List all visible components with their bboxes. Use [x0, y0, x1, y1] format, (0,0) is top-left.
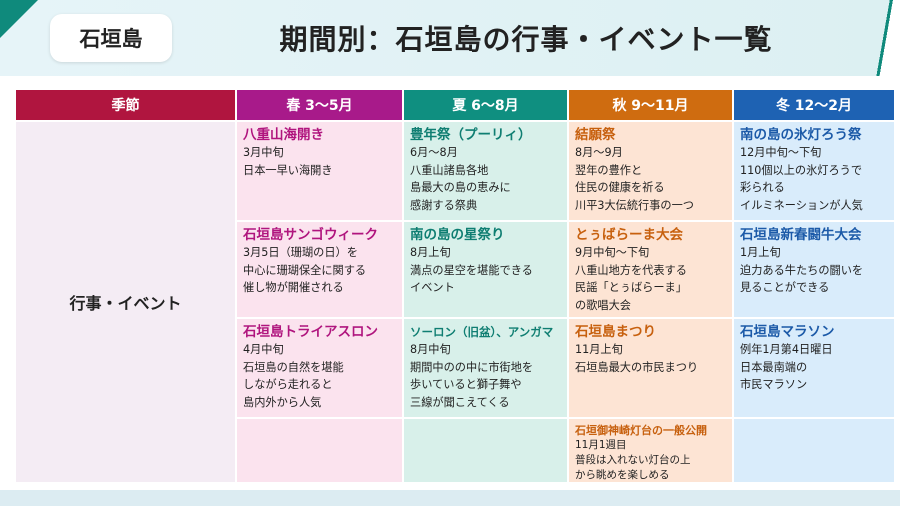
event-detail: 石垣島最大の市民まつり	[575, 360, 699, 374]
event-title: とぅばらーま大会	[575, 227, 683, 243]
event-title: 豊年祭（プーリィ）	[410, 127, 532, 143]
event-detail: 4月中旬	[243, 343, 284, 356]
event-cell-winter-3: 石垣島マラソン 例年1月第4日曜日 日本最南端の 市民マラソン	[734, 319, 894, 417]
event-detail: の歌唱大会	[575, 298, 631, 312]
event-detail: 民謡「とぅばらーま」	[575, 281, 687, 294]
event-cell-winter-empty	[734, 419, 894, 482]
event-detail: イルミネーションが人気	[740, 198, 863, 212]
event-detail: 満点の星空を堪能できる	[410, 263, 533, 277]
event-detail: 1月上旬	[740, 246, 781, 259]
event-detail: 8月上旬	[410, 246, 451, 259]
event-detail: 11月上旬	[575, 343, 623, 356]
event-cell-spring-2: 石垣島サンゴウィーク 3月5日（珊瑚の日）を 中心に珊瑚保全に関する 催し物が開…	[237, 222, 402, 317]
event-detail: 期間中のの中に市街地を	[410, 360, 534, 374]
event-detail: 日本一早い海開き	[243, 163, 333, 177]
event-detail: 8月中旬	[410, 343, 451, 356]
event-detail: イベント	[410, 281, 455, 294]
event-title: 石垣御神崎灯台の一般公開	[575, 424, 707, 437]
header-band: 石垣島 期間別：石垣島の行事・イベント一覧	[0, 0, 900, 76]
event-detail: 3月中旬	[243, 146, 284, 159]
header-spring: 春 3〜5月	[237, 90, 402, 120]
event-detail: 110個以上の氷灯ろうで	[740, 163, 863, 177]
event-cell-summer-1: 豊年祭（プーリィ） 6月〜8月 八重山諸島各地 島最大の島の恵みに 感謝する祭典	[404, 122, 567, 220]
event-detail: 歩いていると獅子舞や	[410, 378, 522, 391]
event-cell-summer-2: 南の島の星祭り 8月上旬 満点の星空を堪能できる イベント	[404, 222, 567, 317]
row-label: 行事・イベント	[16, 122, 235, 482]
event-detail: 6月〜8月	[410, 146, 458, 159]
event-detail: 島最大の島の恵みに	[410, 181, 511, 194]
header-summer: 夏 6〜8月	[404, 90, 567, 120]
page-title: 期間別：石垣島の行事・イベント一覧	[279, 23, 773, 56]
event-title: 南の島の氷灯ろう祭	[740, 127, 862, 143]
event-detail: 12月中旬〜下旬	[740, 146, 822, 159]
event-cell-spring-1: 八重山海開き 3月中旬 日本一早い海開き	[237, 122, 402, 220]
event-cell-autumn-1: 結願祭 8月〜9月 翌年の豊作と 住民の健康を祈る 川平3大伝統行事の一つ	[569, 122, 732, 220]
right-accent-decoration	[874, 0, 900, 76]
event-cell-summer-empty	[404, 419, 567, 482]
event-cell-autumn-2: とぅばらーま大会 9月中旬〜下旬 八重山地方を代表する 民謡「とぅばらーま」 の…	[569, 222, 732, 317]
event-title: 八重山海開き	[243, 127, 324, 143]
event-detail: 住民の健康を祈る	[575, 181, 665, 194]
event-title: 南の島の星祭り	[410, 227, 505, 243]
header-season: 季節	[16, 90, 235, 120]
event-detail: 11月1週目	[575, 439, 627, 451]
event-detail: 翌年の豊作と	[575, 163, 643, 177]
event-detail: しながら走れると	[243, 378, 333, 391]
event-cell-spring-3: 石垣島トライアスロン 4月中旬 石垣島の自然を堪能 しながら走れると 島内外から…	[237, 319, 402, 417]
event-detail: 川平3大伝統行事の一つ	[575, 198, 694, 212]
event-detail: 3月5日（珊瑚の日）を	[243, 246, 358, 259]
header-autumn: 秋 9〜11月	[569, 90, 732, 120]
event-title: ソーロン（旧盆）、アンガマ	[410, 325, 554, 339]
event-title: 石垣島新春闘牛大会	[740, 227, 862, 243]
event-detail: 例年1月第4日曜日	[740, 343, 833, 356]
event-detail: 島内外から人気	[243, 395, 322, 409]
event-detail: 八重山諸島各地	[410, 163, 489, 177]
event-detail: 中心に珊瑚保全に関する	[243, 263, 367, 277]
event-title: 石垣島マラソン	[740, 324, 835, 340]
footer-band	[0, 490, 900, 506]
event-detail: 9月中旬〜下旬	[575, 246, 650, 259]
event-title: 石垣島サンゴウィーク	[243, 227, 378, 243]
corner-decoration	[0, 0, 38, 38]
event-cell-winter-1: 南の島の氷灯ろう祭 12月中旬〜下旬 110個以上の氷灯ろうで 彩られる イルミ…	[734, 122, 894, 220]
event-detail: 石垣島の自然を堪能	[243, 360, 344, 374]
event-detail: から眺めを楽しめる	[575, 469, 670, 481]
event-detail: 催し物が開催される	[243, 281, 344, 294]
event-detail: 三線が聞こえてくる	[410, 395, 510, 409]
header-winter: 冬 12〜2月	[734, 90, 894, 120]
event-detail: 彩られる	[740, 181, 785, 194]
event-detail: 8月〜9月	[575, 146, 623, 159]
event-cell-winter-2: 石垣島新春闘牛大会 1月上旬 迫力ある牛たちの闘いを 見ることができる	[734, 222, 894, 317]
events-table: 季節 春 3〜5月 夏 6〜8月 秋 9〜11月 冬 12〜2月 行事・イベント…	[16, 90, 894, 482]
event-detail: 普段は入れない灯台の上	[575, 454, 691, 466]
event-cell-spring-empty	[237, 419, 402, 482]
island-badge: 石垣島	[50, 14, 172, 62]
event-cell-autumn-4: 石垣御神崎灯台の一般公開 11月1週目 普段は入れない灯台の上 から眺めを楽しめ…	[569, 419, 732, 482]
event-detail: 迫力ある牛たちの闘いを	[740, 263, 864, 277]
event-title: 結願祭	[575, 127, 616, 143]
event-detail: 市民マラソン	[740, 378, 808, 391]
event-title: 石垣島トライアスロン	[243, 324, 378, 340]
event-detail: 八重山地方を代表する	[575, 263, 687, 277]
event-detail: 感謝する祭典	[410, 198, 478, 212]
event-detail: 日本最南端の	[740, 360, 808, 374]
event-title: 石垣島まつり	[575, 324, 656, 340]
event-cell-summer-3: ソーロン（旧盆）、アンガマ 8月中旬 期間中のの中に市街地を 歩いていると獅子舞…	[404, 319, 567, 417]
event-cell-autumn-3: 石垣島まつり 11月上旬 石垣島最大の市民まつり	[569, 319, 732, 417]
event-detail: 見ることができる	[740, 281, 830, 294]
